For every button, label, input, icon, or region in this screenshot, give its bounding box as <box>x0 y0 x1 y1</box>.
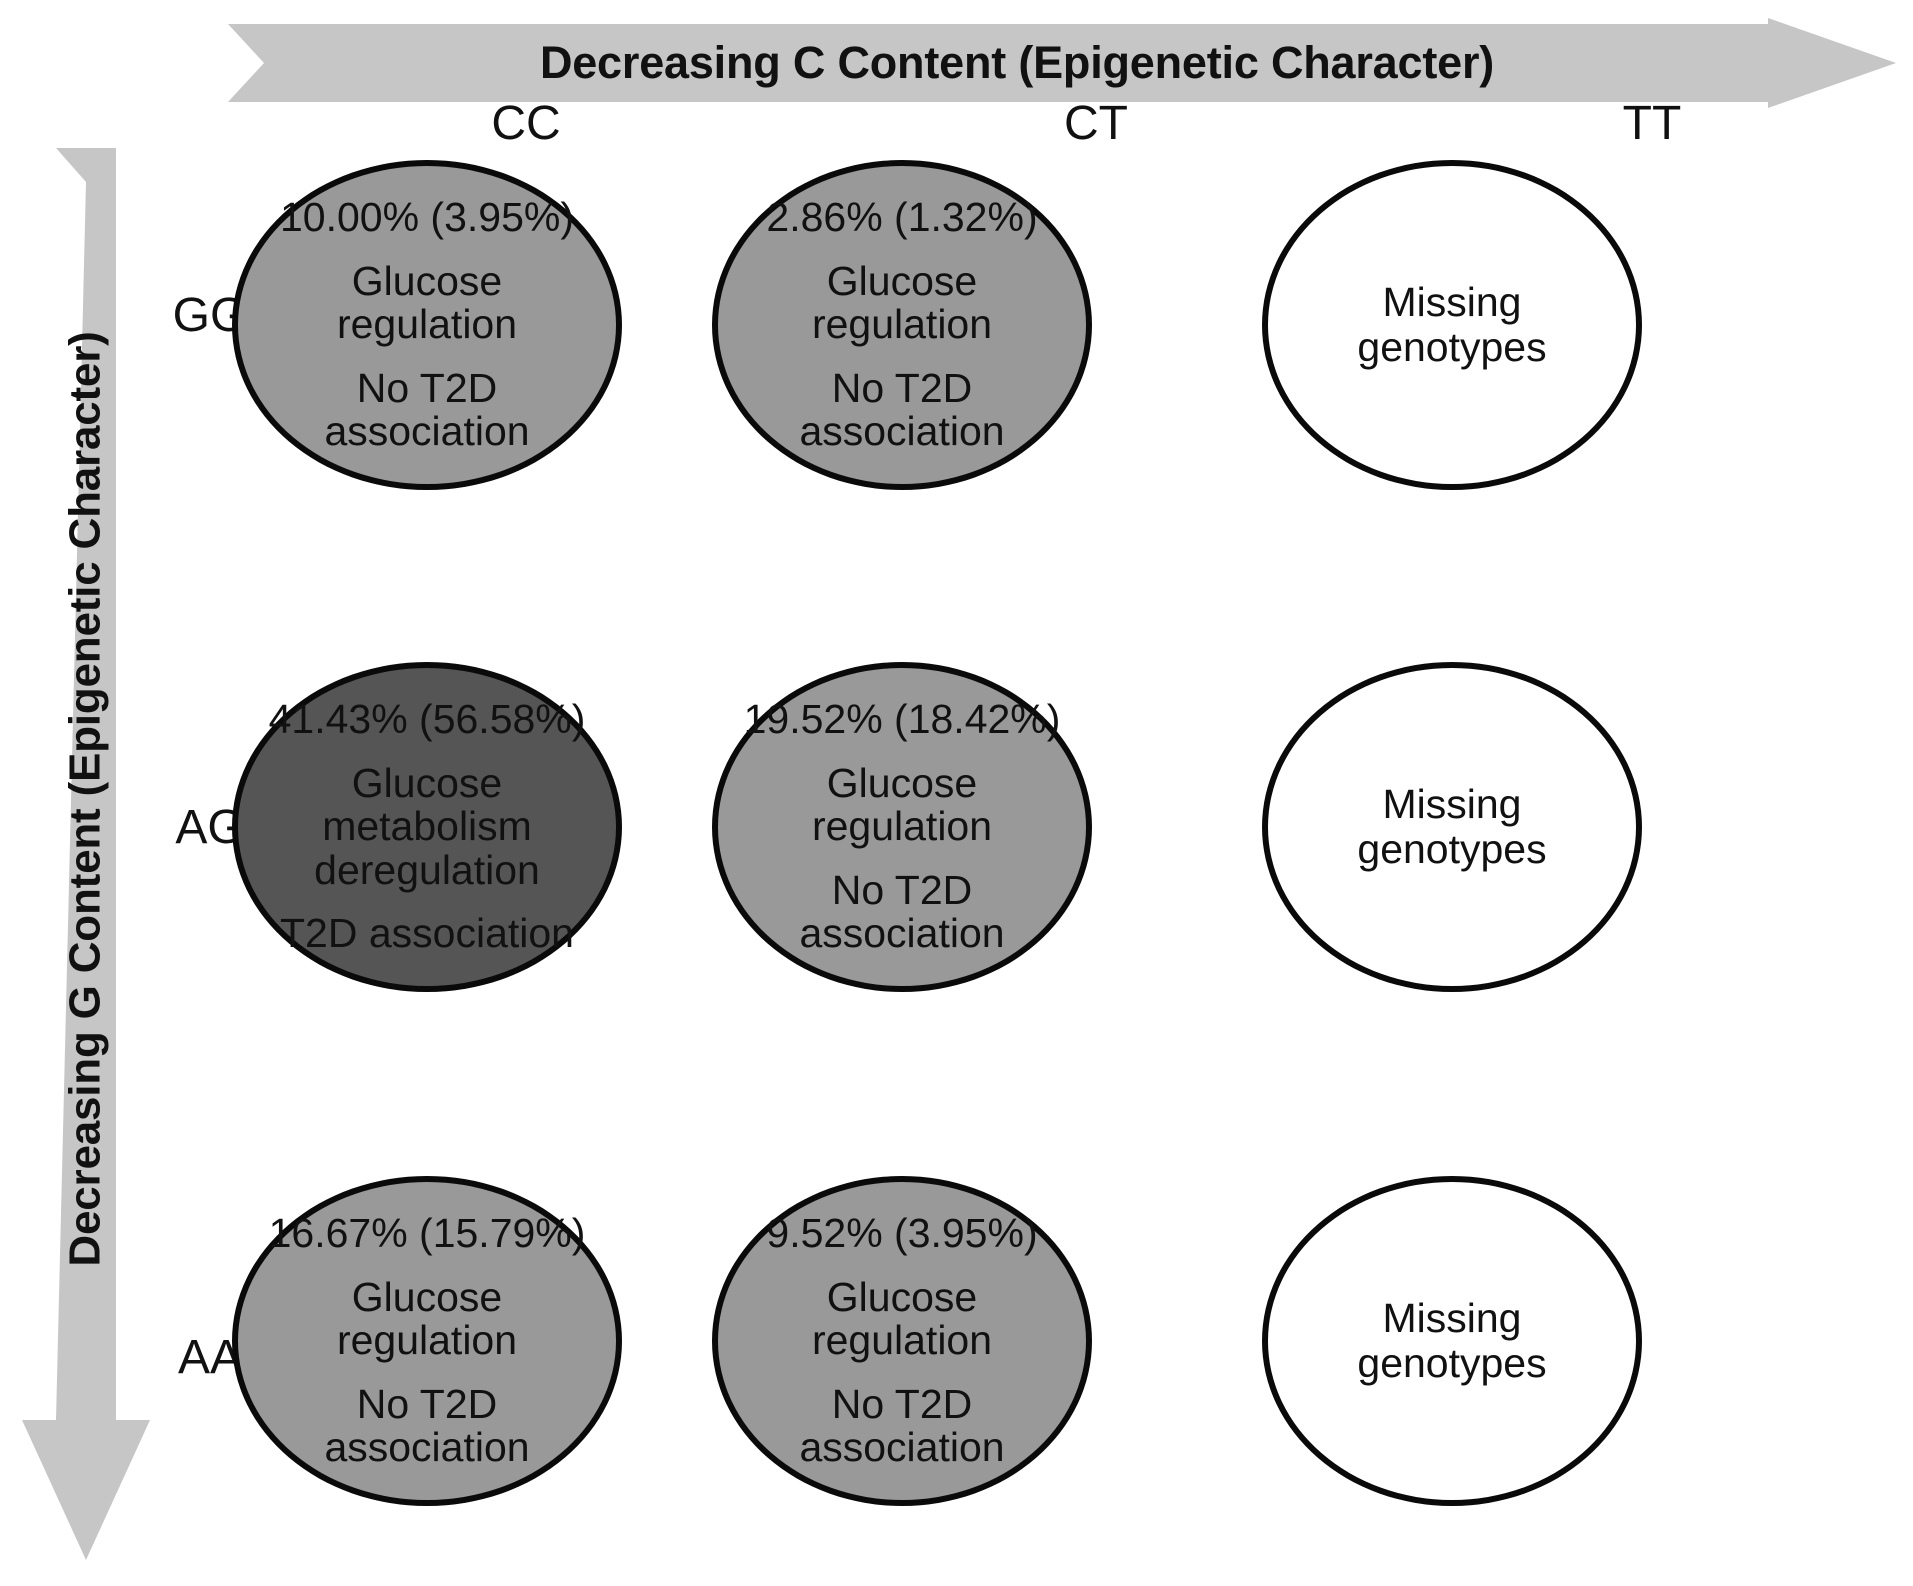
cell-aa-cc-text: 16.67% (15.79%) Glucose regulation No T2… <box>232 1210 622 1471</box>
cell-ag-ct-association-line1: No T2D <box>831 866 973 913</box>
cell-ag-cc[interactable]: 41.43% (56.58%) Glucose metabolism dereg… <box>232 662 622 992</box>
cell-ag-cc-text: 41.43% (56.58%) Glucose metabolism dereg… <box>232 696 622 957</box>
vertical-arrow-label: Decreasing G Content (Epigenetic Charact… <box>22 148 150 1560</box>
cell-aa-ct-association-line2: association <box>799 1424 1005 1471</box>
cell-gg-ct-text: 2.86% (1.32%) Glucose regulation No T2D … <box>712 194 1092 455</box>
ellipse-gg-cc <box>232 160 622 490</box>
cell-ag-ct-percent: 19.52% (18.42%) <box>743 696 1061 743</box>
cell-gg-tt-text: Missing genotypes <box>1262 278 1642 370</box>
cell-gg-ct-association-line1: No T2D <box>831 364 973 411</box>
horizontal-arrow-label: Decreasing C Content (Epigenetic Charact… <box>228 18 1896 108</box>
ellipse-aa-cc <box>232 1176 622 1506</box>
cell-ag-ct-description: Glucose regulation <box>811 759 993 850</box>
cell-aa-ct-text: 9.52% (3.95%) Glucose regulation No T2D … <box>712 1210 1092 1471</box>
cell-ag-tt[interactable]: Missing genotypes <box>1262 662 1642 992</box>
column-header-tt: TT <box>1622 97 1682 150</box>
row-header-aa: AA <box>177 1331 243 1384</box>
cell-aa-ct-association-line1: No T2D <box>831 1380 973 1427</box>
vertical-arrow-text: Decreasing G Content (Epigenetic Charact… <box>61 331 111 1267</box>
cell-gg-cc-association-line1: No T2D <box>356 364 498 411</box>
ellipse-ag-tt <box>1262 662 1642 992</box>
cell-gg-cc-text: 10.00% (3.95%) Glucose regulation No T2D… <box>232 194 622 455</box>
ellipse-aa-ct <box>712 1176 1092 1506</box>
cell-ag-ct-text: 19.52% (18.42%) Glucose regulation No T2… <box>712 696 1092 957</box>
cell-gg-tt-missing-line1: Missing <box>1382 278 1522 325</box>
cell-ag-ct-association-line2: association <box>799 910 1005 957</box>
horizontal-arrow-text: Decreasing C Content (Epigenetic Charact… <box>539 37 1495 88</box>
cell-ag-cc-description-line1: Glucose metabolism <box>322 759 532 850</box>
cell-gg-tt-missing-line2: genotypes <box>1357 324 1547 370</box>
cell-gg-ct[interactable]: 2.86% (1.32%) Glucose regulation No T2D … <box>712 160 1092 490</box>
cell-aa-tt-missing: Missing genotypes <box>1357 1294 1547 1386</box>
cell-ag-cc-description-line2: deregulation <box>314 846 540 893</box>
cell-gg-cc-description: Glucose regulation <box>336 257 518 348</box>
cell-ag-cc-association: T2D association <box>280 910 574 957</box>
cell-aa-cc-description: Glucose regulation <box>336 1273 518 1364</box>
column-header-ct: CT <box>1064 97 1128 150</box>
ellipse-gg-tt <box>1262 160 1642 490</box>
vertical-arrow-icon <box>22 148 150 1560</box>
cell-aa-cc-association-line2: association <box>324 1424 530 1471</box>
cell-gg-ct-association-line2: association <box>799 408 1005 455</box>
cell-ag-tt-text: Missing genotypes <box>1262 780 1642 872</box>
cell-gg-cc-association-line2: association <box>324 408 530 455</box>
cell-aa-cc[interactable]: 16.67% (15.79%) Glucose regulation No T2… <box>232 1176 622 1506</box>
cell-gg-tt[interactable]: Missing genotypes <box>1262 160 1642 490</box>
cell-aa-tt[interactable]: Missing genotypes <box>1262 1176 1642 1506</box>
cell-ag-cc-percent: 41.43% (56.58%) <box>268 696 586 743</box>
cell-aa-ct-description: Glucose regulation <box>811 1273 993 1364</box>
ellipse-gg-ct <box>712 160 1092 490</box>
horizontal-arrow-icon <box>228 18 1896 108</box>
ellipse-ag-ct <box>712 662 1092 992</box>
ellipse-aa-tt <box>1262 1176 1642 1506</box>
cell-ag-ct[interactable]: 19.52% (18.42%) Glucose regulation No T2… <box>712 662 1092 992</box>
cell-aa-cc-association-line1: No T2D <box>356 1380 498 1427</box>
cell-gg-ct-description: Glucose regulation <box>811 257 993 348</box>
ellipse-ag-cc <box>232 662 622 992</box>
cell-aa-ct[interactable]: 9.52% (3.95%) Glucose regulation No T2D … <box>712 1176 1092 1506</box>
cell-ag-tt-missing: Missing genotypes <box>1357 780 1547 872</box>
cell-aa-tt-text: Missing genotypes <box>1262 1294 1642 1386</box>
cell-aa-cc-percent: 16.67% (15.79%) <box>268 1210 586 1257</box>
cell-gg-cc[interactable]: 10.00% (3.95%) Glucose regulation No T2D… <box>232 160 622 490</box>
column-header-cc: CC <box>491 97 561 150</box>
cell-gg-cc-percent: 10.00% (3.95%) <box>279 194 574 241</box>
cell-aa-ct-percent: 9.52% (3.95%) <box>766 1210 1038 1257</box>
cell-gg-ct-percent: 2.86% (1.32%) <box>766 194 1038 241</box>
